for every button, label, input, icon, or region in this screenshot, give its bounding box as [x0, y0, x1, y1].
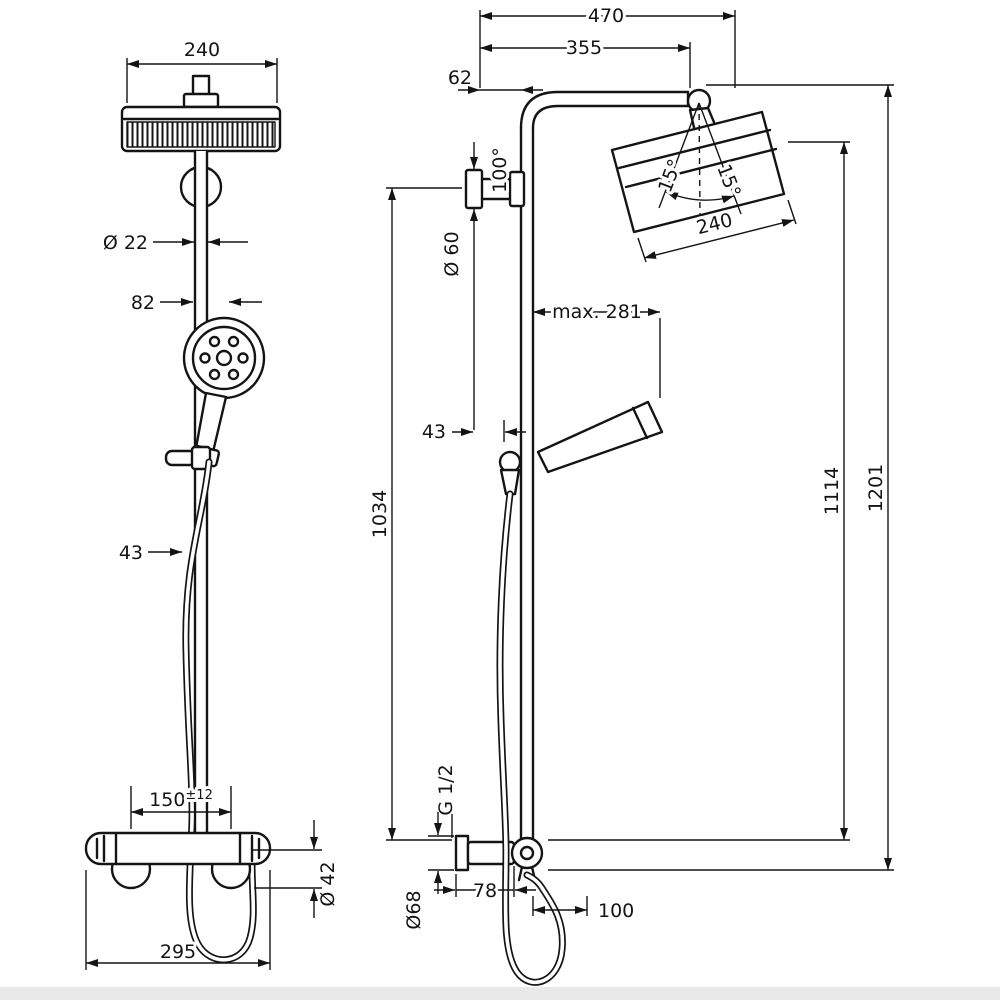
dim-side-overall-reach: 470 — [588, 5, 624, 27]
dim-side-bracket-escutcheon: Ø 60 — [441, 231, 463, 276]
dim-side-bracket-height: 1034 — [369, 490, 391, 538]
overhead-shower-side — [610, 110, 786, 234]
dim-front-valve-spacing: 150±12 — [149, 788, 213, 811]
dim-side-valve-depth: 78 — [473, 880, 497, 902]
front-dimensions — [85, 58, 322, 970]
dim-side-head-height: 1114 — [821, 467, 843, 515]
dim-side-valve-escutcheon: Ø68 — [403, 890, 425, 929]
image-border-strip — [0, 987, 1000, 1000]
wall-bracket-side — [464, 168, 526, 210]
dim-side-holder-offset: 43 — [422, 421, 446, 443]
dim-side-head-reach: 355 — [566, 37, 602, 59]
overhead-shower-front — [120, 74, 282, 153]
dim-front-valve-width: 295 — [160, 941, 196, 963]
dim-front-handshower-offset: 82 — [131, 292, 155, 314]
front-view: 240 Ø 22 82 43 150±12 Ø 42 295 — [84, 36, 339, 970]
dim-front-pipe-diameter: Ø 22 — [103, 232, 148, 254]
side-dimensions — [386, 10, 894, 916]
dim-side-max-holder-reach: max. 281 — [552, 301, 642, 323]
dim-front-head-width: 240 — [184, 39, 220, 61]
riser-pipe-side — [519, 90, 690, 849]
dim-side-hose-loop: 100 — [598, 900, 634, 922]
dim-side-overall-height: 1201 — [865, 464, 887, 512]
side-view: 470 355 62 100° 15° 15° 240 Ø 60 max. 28… — [366, 2, 894, 986]
dim-side-wall-to-pipe: 62 — [448, 67, 472, 89]
slide-bracket-front — [164, 445, 212, 471]
dim-side-thread: G 1/2 — [435, 764, 457, 815]
dim-front-escutcheon-diameter: Ø 42 — [317, 861, 339, 906]
thermostat-front — [84, 831, 272, 890]
hand-shower-side — [498, 400, 664, 496]
dim-side-swivel-angle: 100° — [489, 147, 511, 193]
dim-front-holder-offset: 43 — [119, 542, 143, 564]
shower-hose-side — [496, 490, 566, 986]
